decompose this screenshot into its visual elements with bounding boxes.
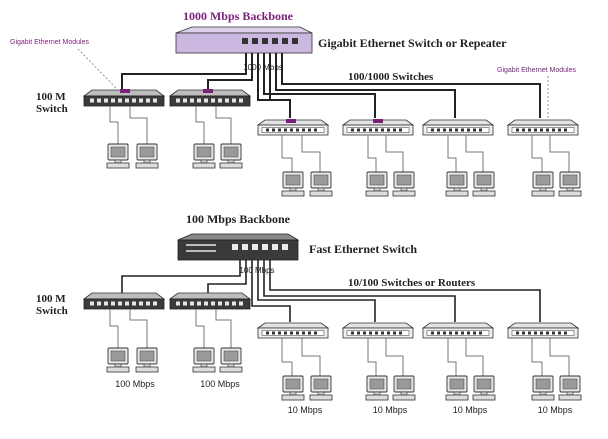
- top-module-label-left: Gigabit Ethernet Modules: [10, 39, 89, 46]
- top-title: 1000 Mbps Backbone: [183, 9, 294, 23]
- bottom-left-label-1: 100 M: [36, 293, 66, 305]
- top-core-label: Gigabit Ethernet Switch or Repeater: [318, 36, 507, 50]
- top-switch-d: [507, 119, 579, 136]
- top-right-group-label: 100/1000 Switches: [348, 71, 434, 83]
- bottom-100m-switch-1: [83, 292, 165, 310]
- top-100m-switch-2: [169, 89, 251, 107]
- top-core-switch: [175, 26, 313, 54]
- top-100m-switch-1: [83, 89, 165, 107]
- bottom-right-group-label: 10/100 Switches or Routers: [348, 277, 476, 289]
- bottom-pc-speed-3: 10 Mbps: [288, 405, 323, 415]
- top-switch-c: [422, 119, 494, 136]
- bottom-switch-c: [422, 322, 494, 339]
- bottom-core-switch: [177, 233, 300, 261]
- top-switch-b: [342, 119, 414, 136]
- bottom-switch-b: [342, 322, 414, 339]
- bottom-100m-switch-2: [169, 292, 251, 310]
- bottom-pc-speed-2: 100 Mbps: [200, 379, 240, 389]
- bottom-switch-a: [257, 322, 329, 339]
- bottom-pc-speed-5: 10 Mbps: [453, 405, 488, 415]
- top-workstations: [106, 143, 582, 197]
- top-left-label-2: Switch: [36, 103, 68, 115]
- bottom-pc-speed-4: 10 Mbps: [373, 405, 408, 415]
- bottom-workstations: [106, 347, 582, 401]
- bottom-switch-d: [507, 322, 579, 339]
- bottom-title: 100 Mbps Backbone: [186, 212, 291, 226]
- bottom-pc-speed-6: 10 Mbps: [538, 405, 573, 415]
- bottom-core-label: Fast Ethernet Switch: [309, 242, 417, 256]
- top-module-label-right: Gigabit Ethernet Modules: [497, 67, 576, 74]
- bottom-left-label-2: Switch: [36, 305, 68, 317]
- bottom-core-speed: 100 Mbps: [239, 266, 274, 275]
- top-left-label-1: 100 M: [36, 91, 66, 103]
- bottom-pc-speed-1: 100 Mbps: [115, 379, 155, 389]
- top-switch-a: [257, 119, 329, 136]
